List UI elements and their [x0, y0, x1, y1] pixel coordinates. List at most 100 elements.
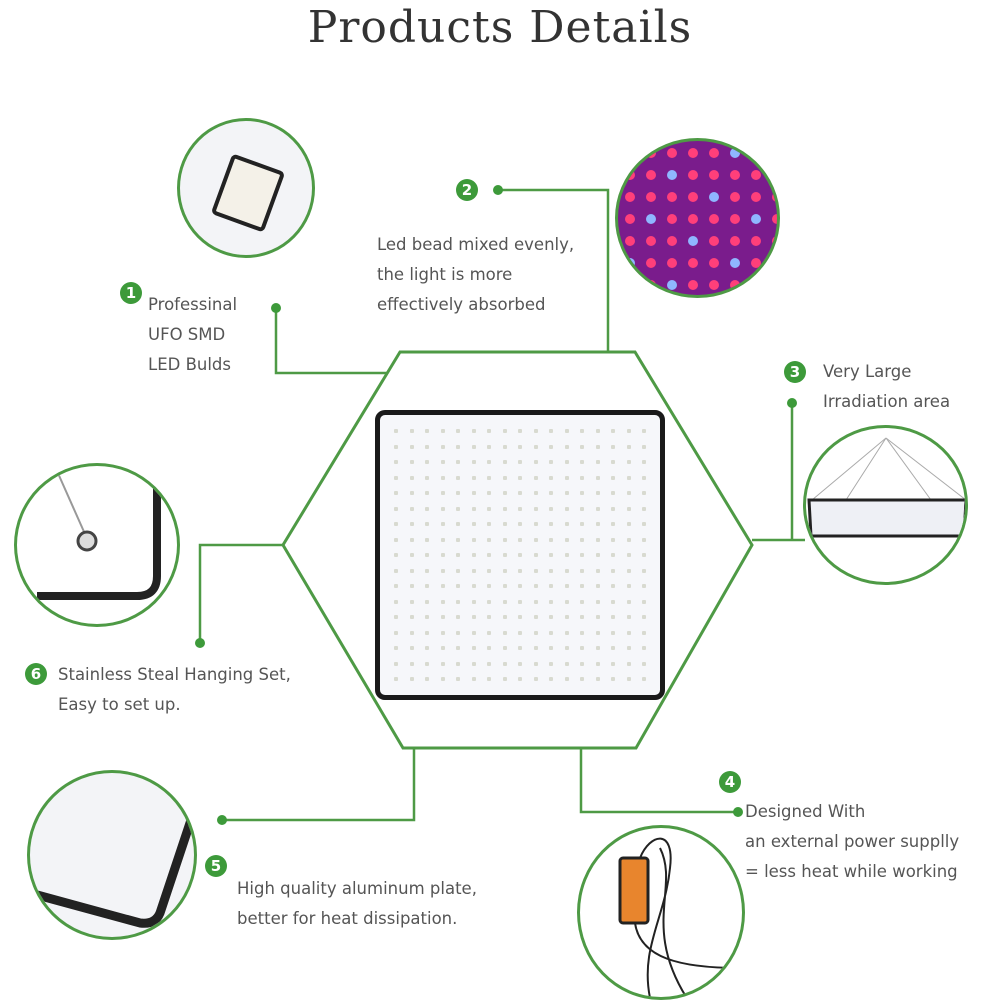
connector-dot-5: [217, 815, 227, 825]
feature-3-line: Very Large: [823, 362, 912, 381]
feature-2-line: effectively absorbed: [377, 295, 546, 314]
led-dot: [595, 522, 600, 526]
led-dot: [440, 584, 445, 588]
feature-6-line: Stainless Steal Hanging Set,: [58, 665, 291, 684]
led-dot: [471, 522, 476, 526]
led-dot: [595, 646, 600, 650]
led-dot: [549, 584, 553, 588]
led-dot: [471, 630, 476, 635]
led-bead: [730, 258, 740, 268]
led-dot: [456, 661, 460, 666]
led-dot: [487, 444, 491, 449]
connector-3: [752, 403, 805, 542]
badge-2: 2: [456, 179, 478, 201]
led-bead: [646, 170, 656, 180]
badge-6: 6: [25, 663, 47, 685]
led-dot: [580, 568, 584, 573]
led-dot: [394, 506, 398, 511]
led-dot: [611, 491, 615, 495]
led-dot: [487, 584, 491, 588]
led-bead: [688, 148, 698, 158]
led-dot: [471, 444, 476, 449]
led-dot: [456, 506, 460, 511]
led-dot: [626, 568, 631, 573]
led-dot: [471, 460, 476, 464]
feature-4-text: Designed With an external power supplly …: [745, 797, 959, 887]
led-bead: [688, 170, 698, 180]
feature-3-text: Very Large Irradiation area: [823, 357, 950, 417]
led-dot: [642, 553, 646, 557]
led-dot: [502, 568, 507, 573]
led-dot: [471, 475, 476, 480]
led-dot: [549, 630, 553, 635]
led-dot: [595, 460, 600, 464]
led-dot: [642, 630, 646, 635]
led-dot: [564, 599, 569, 604]
led-dot: [642, 429, 646, 433]
led-dot: [533, 568, 538, 573]
led-dot: [394, 553, 398, 557]
led-dot: [580, 537, 584, 542]
led-dot: [549, 506, 553, 511]
led-dot: [611, 444, 615, 449]
led-dot: [502, 444, 507, 449]
led-dot: [533, 661, 538, 666]
led-mix-image: [615, 138, 780, 298]
led-dot: [409, 677, 414, 681]
led-dot: [471, 506, 476, 511]
led-dot: [440, 646, 445, 650]
led-bead: [730, 192, 740, 202]
page-title: Products Details: [307, 2, 693, 53]
led-dot: [533, 460, 538, 464]
led-dot: [518, 599, 522, 604]
led-dot: [626, 522, 631, 526]
led-dot: [595, 599, 600, 604]
led-dot: [549, 444, 553, 449]
feature-4-line: an external power supplly: [745, 832, 960, 851]
led-dot: [564, 646, 569, 650]
led-dot: [611, 661, 615, 666]
led-dot: [409, 537, 414, 542]
led-dot: [409, 646, 414, 650]
led-dot: [487, 522, 491, 526]
led-dot: [471, 491, 476, 495]
connector-dot-1: [271, 303, 281, 313]
led-dot: [533, 630, 538, 635]
led-dot: [456, 568, 460, 573]
led-dot: [518, 661, 522, 666]
led-dot: [533, 429, 538, 433]
led-bead: [751, 192, 761, 202]
led-dot: [611, 646, 615, 650]
led-dot: [456, 584, 460, 588]
led-bead: [688, 192, 698, 202]
led-dot: [611, 630, 615, 635]
led-dot: [502, 646, 507, 650]
led-dot: [595, 630, 600, 635]
connector-4: [579, 748, 738, 814]
led-dot: [409, 491, 414, 495]
led-dot: [611, 553, 615, 557]
led-dot: [425, 584, 429, 588]
led-dot: [642, 646, 646, 650]
led-dot: [487, 661, 491, 666]
led-dot: [394, 615, 398, 619]
led-dot: [471, 646, 476, 650]
led-dot: [564, 584, 569, 588]
connector-dot-4: [733, 807, 743, 817]
led-dot: [487, 646, 491, 650]
led-dot: [564, 537, 569, 542]
led-bead: [751, 214, 761, 224]
led-dot: [394, 677, 398, 681]
led-dot: [409, 444, 414, 449]
led-dot: [409, 630, 414, 635]
led-dot: [409, 615, 414, 619]
led-dot: [502, 584, 507, 588]
led-dot: [425, 599, 429, 604]
feature-1-line: LED Bulds: [148, 355, 231, 374]
led-dot: [533, 522, 538, 526]
led-dot: [533, 615, 538, 619]
hanging-panel-icon: [807, 437, 965, 538]
led-dot: [440, 630, 445, 635]
led-bead: [772, 214, 777, 224]
feature-6-line: Easy to set up.: [58, 695, 181, 714]
